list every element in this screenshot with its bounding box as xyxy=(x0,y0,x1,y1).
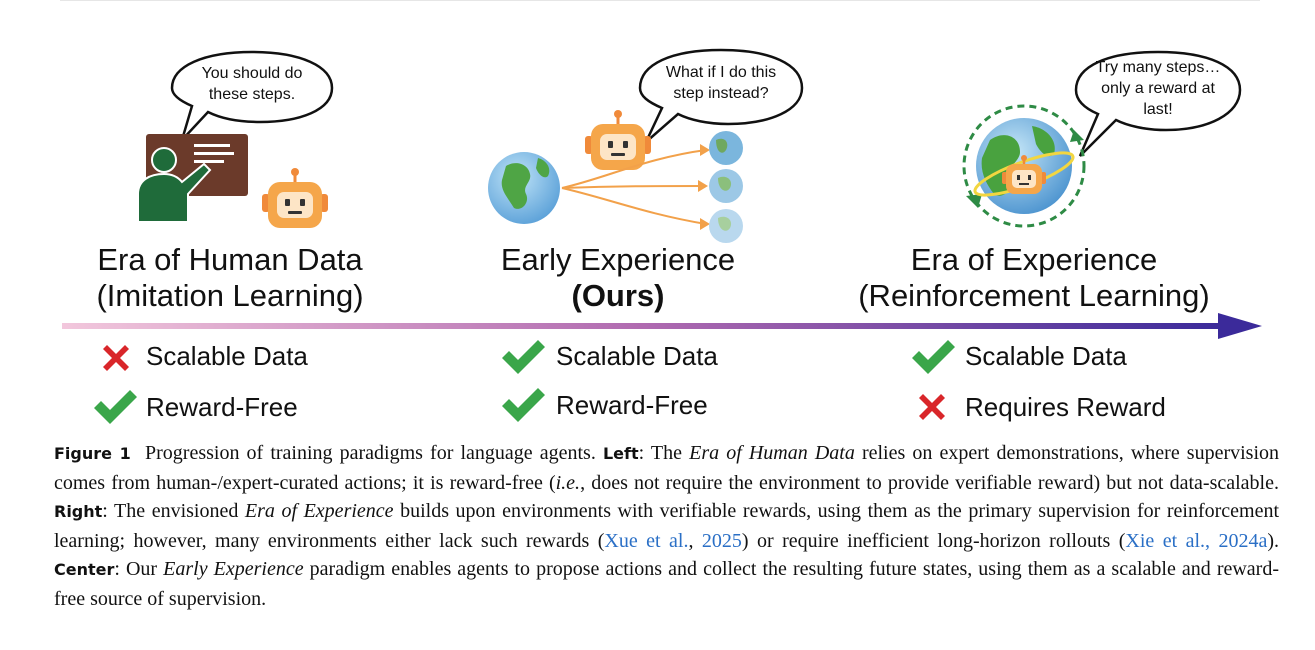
earth-icon xyxy=(488,152,560,224)
center-era-subtitle: (Ours) xyxy=(571,278,665,313)
check-icon xyxy=(500,384,546,429)
left-era-title: Era of Human Data xyxy=(97,242,363,277)
future-state-earth-3 xyxy=(709,209,743,243)
citation-link[interactable]: Xue et al. xyxy=(604,529,689,552)
left-criterion-2: Reward-Free xyxy=(146,392,298,422)
caption-text: relies on expert demonstrations, where s… xyxy=(54,442,1280,494)
caption-left-label: Left xyxy=(602,444,639,463)
citation-year-link[interactable]: 2025 xyxy=(701,529,742,552)
caption-text: , does not require the environment to pr… xyxy=(580,471,1279,494)
left-criterion-1: Scalable Data xyxy=(146,341,308,371)
center-criterion-1: Scalable Data xyxy=(556,341,718,371)
check-icon xyxy=(92,386,138,431)
caption-text: : Our xyxy=(114,558,164,580)
caption-italic-term: Era of Experience xyxy=(244,500,394,522)
center-bubble-text: What if I do this step instead? xyxy=(665,64,777,102)
caption-center-label: Center xyxy=(54,560,115,579)
left-speech-bubble: You should do these steps. xyxy=(168,48,336,141)
future-state-earth-2 xyxy=(709,169,743,203)
right-robot-icon xyxy=(1002,155,1046,194)
caption-italic-term: Early Experience xyxy=(163,558,304,580)
teacher-illustration xyxy=(132,130,252,225)
cross-icon xyxy=(98,340,134,381)
caption-italic-term: Era of Human Data xyxy=(689,442,855,464)
left-era-subtitle: (Imitation Learning) xyxy=(96,278,364,313)
earth-branching-illustration xyxy=(486,128,752,248)
progression-arrow xyxy=(62,311,1262,345)
caption-text: ). xyxy=(1267,529,1279,552)
center-robot-icon xyxy=(583,108,653,174)
earth-cycle-illustration xyxy=(956,100,1092,230)
caption-text: : The envisioned xyxy=(102,500,245,522)
left-bubble-text: You should do these steps. xyxy=(201,65,303,103)
left-robot-icon xyxy=(260,166,330,232)
check-icon xyxy=(500,336,546,381)
caption-text: paradigm enables agents to propose actio… xyxy=(54,558,1280,610)
check-icon xyxy=(910,336,956,381)
center-speech-bubble: What if I do this step instead? xyxy=(636,46,806,143)
figure-caption: Figure 1 Progression of training paradig… xyxy=(54,439,1279,613)
caption-text: ) or require inefficient long-horizon ro… xyxy=(741,529,1126,552)
cross-icon xyxy=(914,389,950,430)
cycle-arrows xyxy=(962,104,1086,228)
right-criterion-1: Scalable Data xyxy=(965,341,1127,371)
figure-label: Figure 1 xyxy=(54,444,131,463)
caption-text: builds upon environments with verifiable… xyxy=(54,500,1280,552)
right-era-title: Era of Experience xyxy=(910,242,1158,277)
right-bubble-text: Try many steps… only a reward at last! xyxy=(1095,59,1221,118)
top-rule xyxy=(60,0,1260,1)
caption-intro: Progression of training paradigms for la… xyxy=(145,442,596,464)
caption-text: : The xyxy=(638,442,690,464)
right-criterion-2: Requires Reward xyxy=(965,392,1166,422)
caption-right-label: Right xyxy=(54,502,103,521)
caption-text: , xyxy=(688,529,702,552)
citation-link[interactable]: Xie et al., 2024a xyxy=(1125,529,1268,552)
teacher-head xyxy=(151,147,177,173)
right-speech-bubble: Try many steps… only a reward at last! xyxy=(1072,48,1244,157)
future-state-earth-1 xyxy=(709,131,743,165)
center-era-title: Early Experience xyxy=(500,242,736,277)
caption-italic-term: i.e. xyxy=(555,471,581,494)
center-criterion-2: Reward-Free xyxy=(556,390,708,420)
right-era-subtitle: (Reinforcement Learning) xyxy=(858,278,1210,313)
